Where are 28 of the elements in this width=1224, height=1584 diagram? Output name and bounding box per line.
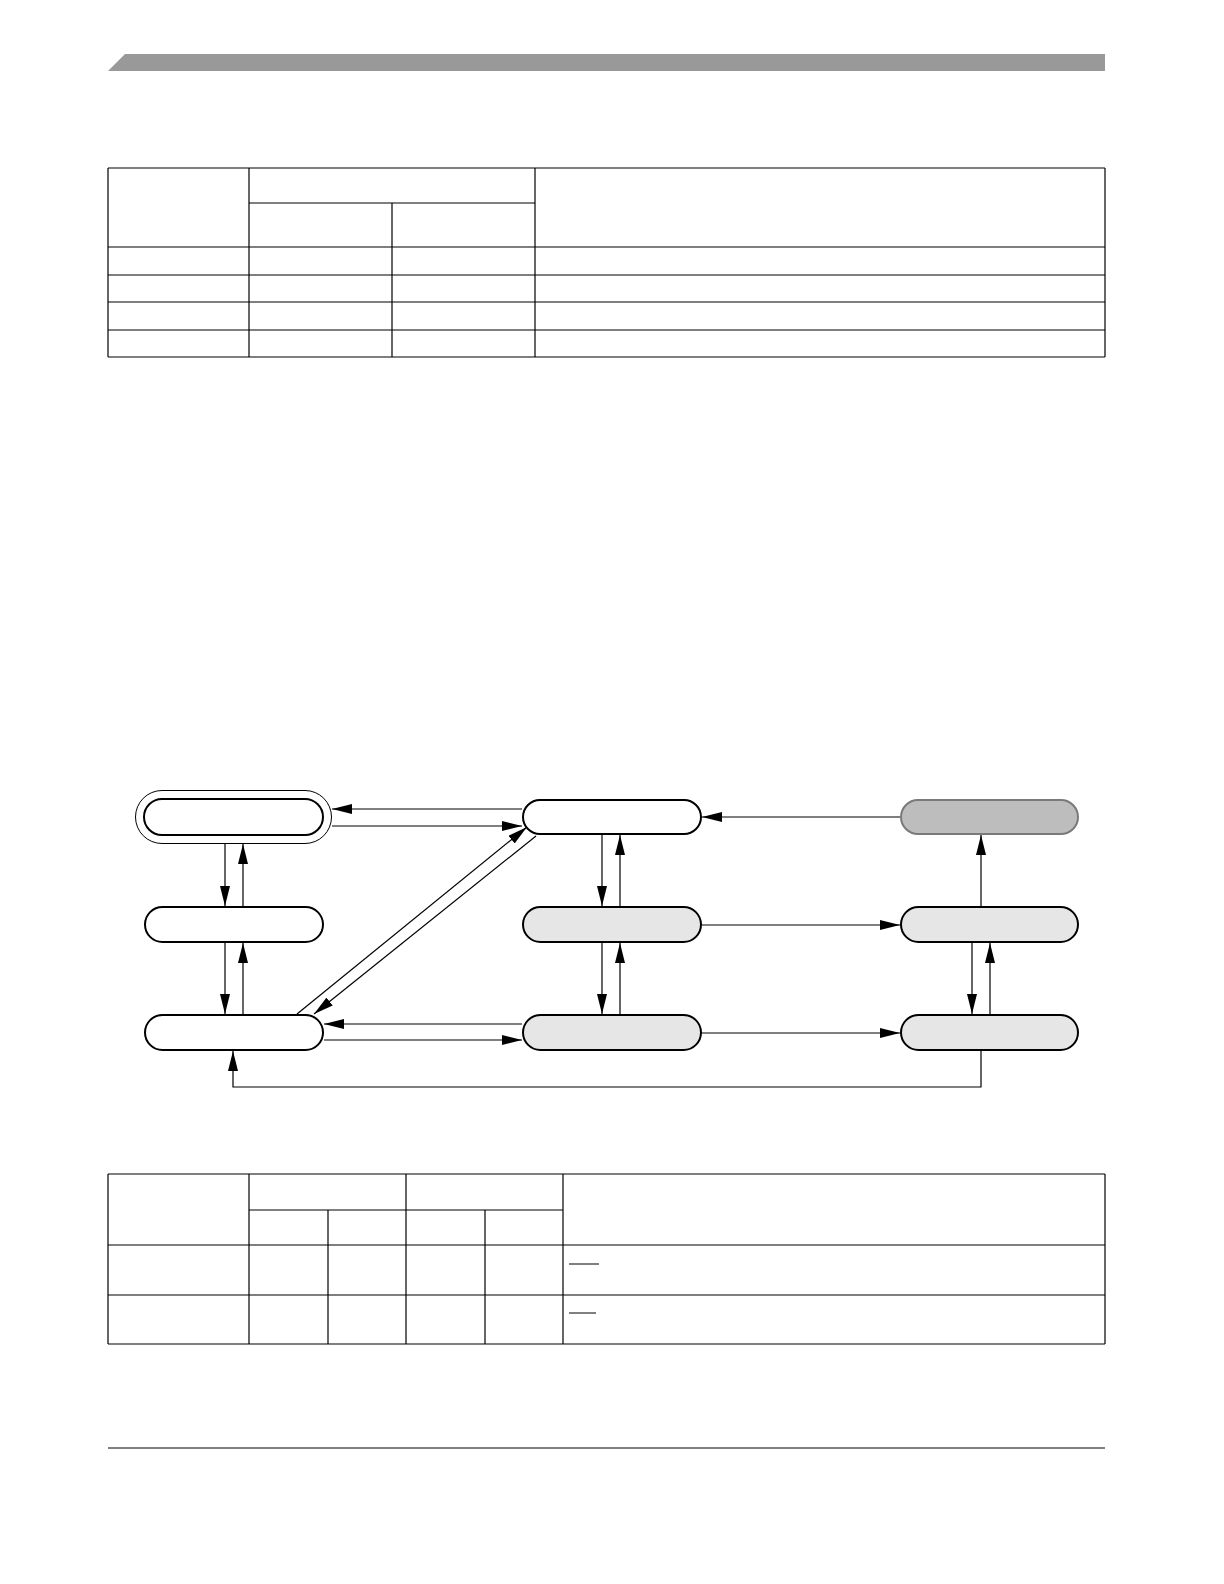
arrow: [615, 834, 625, 907]
arrow: [220, 942, 230, 1015]
arrow: [331, 821, 523, 831]
state-pill: [144, 906, 324, 943]
state-pill: [900, 799, 1079, 835]
arrow: [238, 942, 248, 1015]
state-pill: [144, 1014, 324, 1051]
state-pill: [522, 906, 702, 943]
arrow: [238, 843, 248, 907]
arrow: [615, 942, 625, 1015]
arrow: [597, 942, 607, 1015]
state-pill: [900, 906, 1079, 943]
arrow: [323, 1019, 523, 1029]
state-pill: [522, 1014, 702, 1051]
arrow: [220, 843, 230, 907]
arrow: [323, 1035, 523, 1045]
state-pill: [522, 799, 702, 835]
arrow: [597, 834, 607, 907]
arrow: [701, 1028, 901, 1038]
arrow: [985, 942, 995, 1015]
arrow: [701, 920, 901, 930]
arrow: [228, 1050, 982, 1088]
arrow: [967, 942, 977, 1015]
state-pill: [900, 1014, 1079, 1051]
double-outline-state-pill: [135, 790, 332, 844]
arrow: [701, 812, 901, 822]
arrow: [331, 804, 523, 814]
arrow: [976, 834, 986, 907]
